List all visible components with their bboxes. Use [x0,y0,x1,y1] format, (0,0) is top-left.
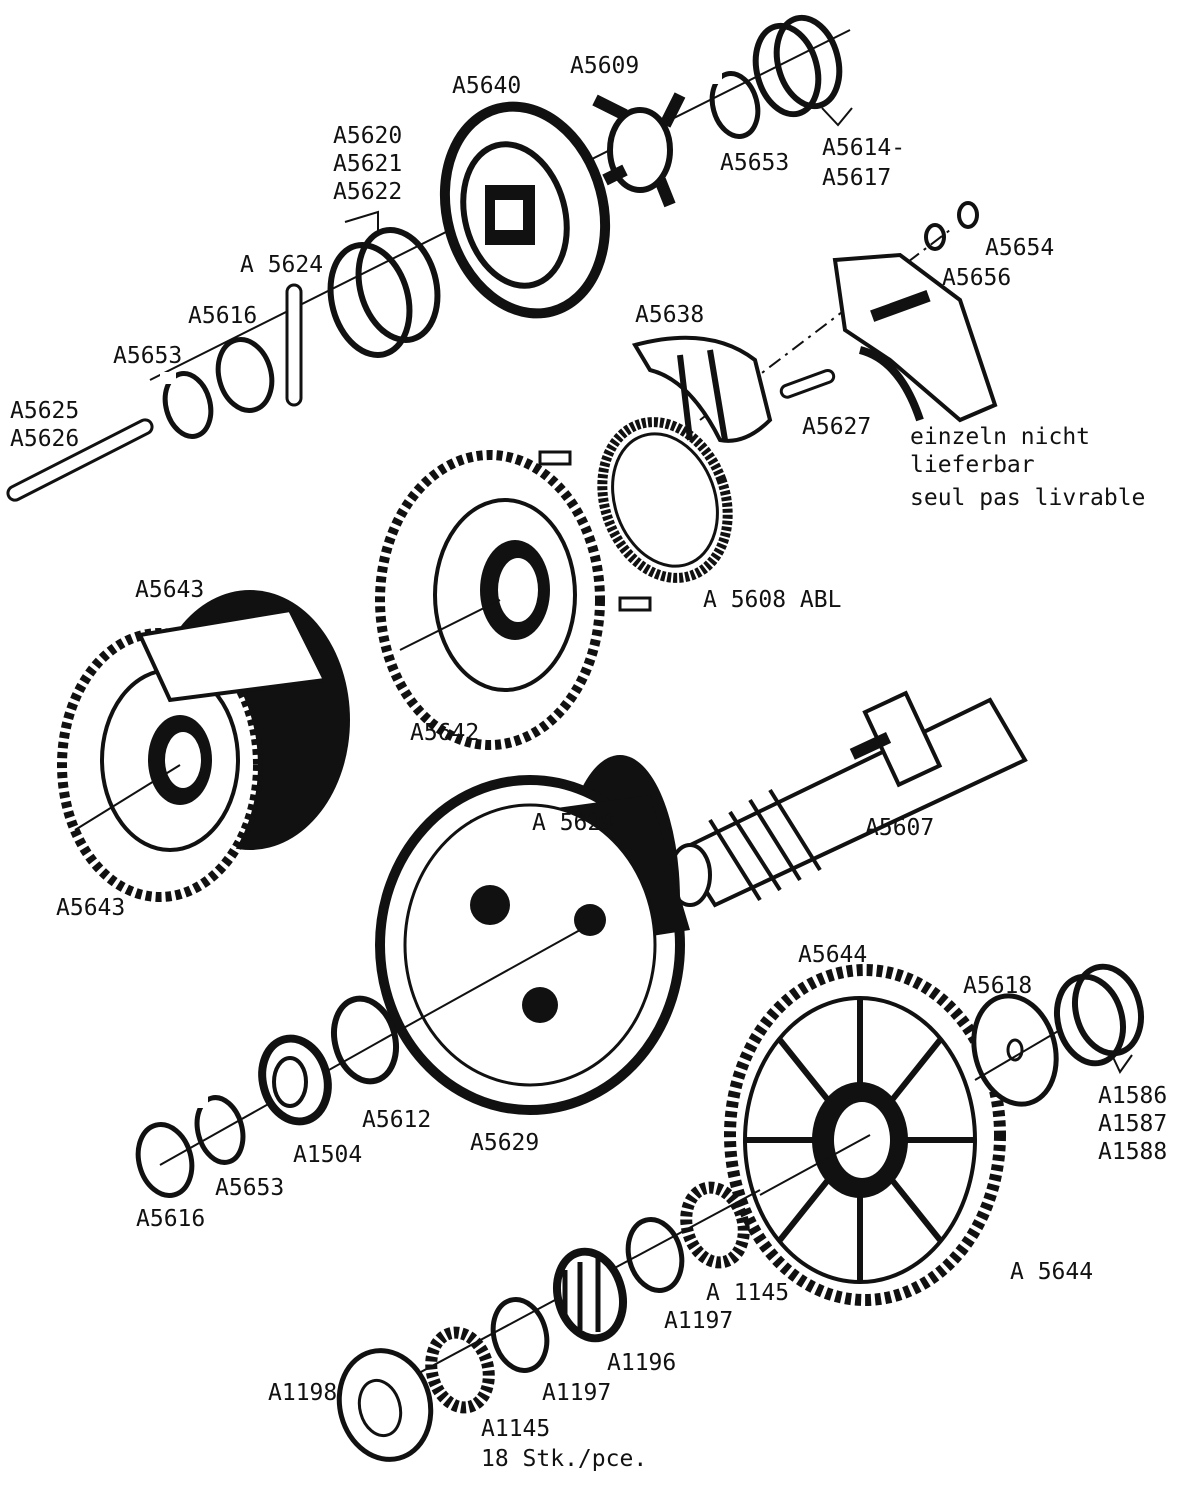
label-a5620: A5620 [333,123,402,149]
label-a5629-bottom: A5629 [470,1130,539,1156]
label-a5618: A5618 [963,973,1032,999]
label-a5627: A5627 [802,414,871,440]
label-a1586: A1586 [1098,1083,1167,1109]
label-a5643-bottom: A5643 [56,895,125,921]
shaft-a5607 [668,690,1028,908]
leader-lines [344,107,1133,1074]
label-a5609: A5609 [570,53,639,79]
shoe-assembly [699,229,998,423]
label-a5653-bottom: A5653 [215,1175,284,1201]
label-a5629-top: A 5629 [532,810,615,836]
label-a5612: A5612 [362,1107,431,1133]
label-a1196: A1196 [607,1350,676,1376]
note-de-line2: lieferbar [910,452,1035,478]
label-a5644-bottom: A 5644 [1010,1259,1093,1285]
pin-a5625 [6,418,154,502]
drum-a5629 [375,755,690,1115]
nut-a1504 [258,1034,332,1126]
part-labels: A5640 A5609 A5620 A5621 A5622 A5653 A561… [10,53,1167,1472]
label-a5624: A 5624 [240,252,323,278]
washer-a5618 [971,993,1061,1107]
label-a5616-bottom: A5616 [136,1206,205,1232]
washer-a5656 [924,223,946,251]
pin-a5624 [285,283,303,407]
label-a1198: A1198 [268,1380,337,1406]
label-a5621: A5621 [333,151,402,177]
circlip-a5653-bottom [192,1095,246,1165]
label-a5653-top: A5653 [720,150,789,176]
clutch-carrier-a5640 [439,101,611,319]
washer-a5612 [331,995,399,1085]
washer-a1197-upper [625,1217,685,1293]
gear-a5644 [724,964,1006,1306]
label-a5625: A5625 [10,398,79,424]
label-a1504: A1504 [293,1142,362,1168]
washer-a1198 [336,1348,434,1462]
label-a1197-bottom: A1197 [542,1380,611,1406]
cage-a1196 [553,1247,627,1343]
label-a5643-top: A5643 [135,577,204,603]
shims-a1586 [1054,963,1144,1067]
label-a5616-top: A5616 [188,303,257,329]
spider-a5609 [592,92,686,208]
label-a1197-top: A1197 [664,1308,733,1334]
label-a5654: A5654 [985,235,1054,261]
washer-a1197-lower [490,1297,550,1373]
label-a5653-mid: A5653 [113,343,182,369]
circlip-a5654 [957,201,979,229]
label-a5614: A5614- [822,135,905,161]
label-a5622: A5622 [333,179,402,205]
label-a5617: A5617 [822,165,891,191]
pin-a5627 [779,368,836,399]
label-a5608: A 5608 ABL [703,587,841,613]
label-a1145-top: A 1145 [706,1280,789,1306]
circlip-a5653-upper [160,371,214,439]
needles-a1145-lower [425,1326,495,1414]
label-a5607: A5607 [865,815,934,841]
gear-a5642 [375,450,652,750]
label-a5626: A5626 [10,426,79,452]
label-a5638: A5638 [635,302,704,328]
label-a5644-top: A5644 [798,942,867,968]
note-de-line1: einzeln nicht [910,424,1090,450]
label-a5642: A5642 [410,720,479,746]
washer-a5616-bottom [135,1122,195,1198]
circlip-a5653-top [706,71,761,139]
shims-a5620 [327,227,441,358]
ring-gear-a5608 [597,417,733,583]
label-a5656: A5656 [942,265,1011,291]
shims-a5614 [752,14,843,118]
needles-a1145-upper [680,1181,750,1269]
label-a1588: A1588 [1098,1139,1167,1165]
label-a1587: A1587 [1098,1111,1167,1137]
label-a5640: A5640 [452,73,521,99]
label-qty-note: 18 Stk./pce. [481,1446,647,1472]
washer-a5616-upper [215,337,275,413]
gear-a5643 [57,590,350,902]
note-fr: seul pas livrable [910,485,1145,511]
label-a1145-bottom: A1145 [481,1416,550,1442]
shoe-a5638 [631,335,773,443]
